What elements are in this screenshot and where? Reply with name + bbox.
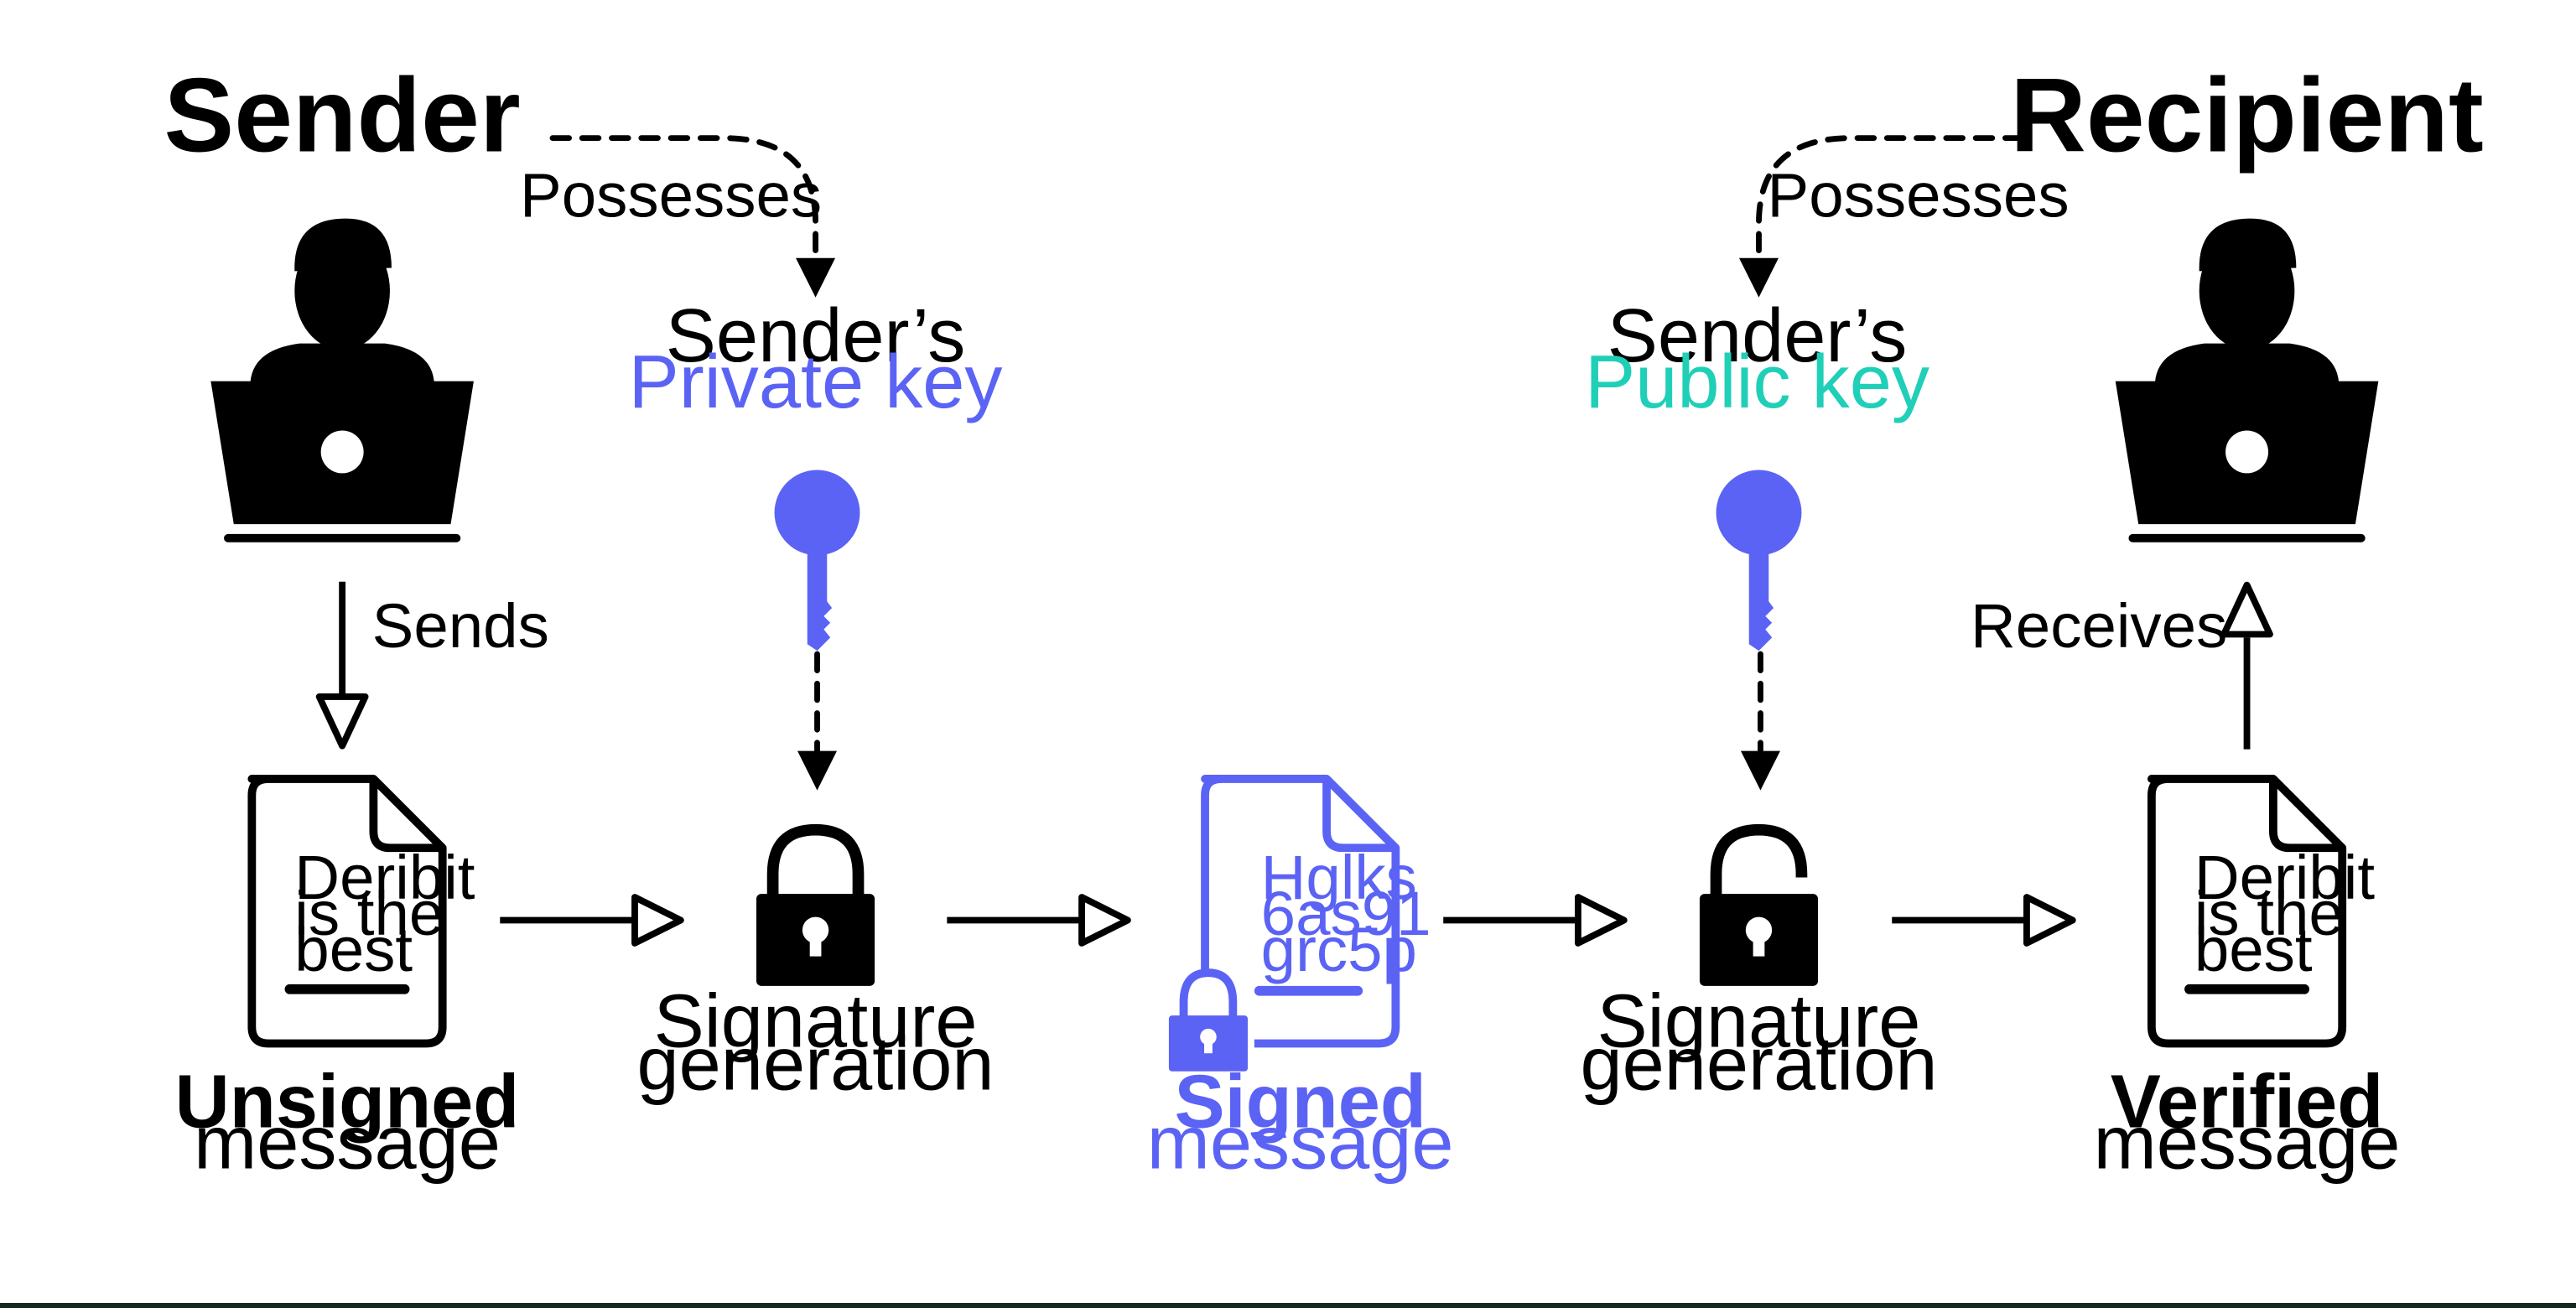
public-key-owner: Sender’s [1607,293,1907,378]
signed-label: message [1147,1100,1454,1185]
flow-arrowhead-1 [631,894,684,947]
public-key-icon [1716,470,1802,651]
possesses-left-arrow [549,135,818,263]
flow-arrowhead-4 [2023,894,2076,947]
possesses-right-arrow [1756,135,2025,263]
flow-arrowhead-2 [1078,894,1131,947]
public-key-arrowhead [1740,750,1780,791]
unsigned-doc-line-1: Deribit [294,843,475,912]
signature-gen-2-line-1: Signature [1597,978,1921,1063]
possesses-left-arrowhead [796,257,836,298]
signed-doc-line-3: grc5p [1261,915,1417,984]
unsigned-doc-line-3: best [294,915,413,984]
verified-label-bold: Verified [2111,1059,2384,1144]
verified-doc-line-1: Deribit [2194,843,2375,912]
possesses-right-label: Possesses [1768,161,2070,231]
sender-laptop-icon [210,218,474,542]
sends-arrowhead [315,693,369,750]
sends-label: Sends [372,591,549,661]
private-key-name: Private key [629,340,1003,424]
recipient-title: Recipient [2010,55,2483,174]
public-key-name: Public key [1585,340,1929,424]
signature-gen-1-line-2: generation [637,1021,995,1106]
recipient-laptop-icon [2115,218,2379,542]
unsigned-doc-line-2: is the [294,879,444,948]
signature-gen-1-line-1: Signature [654,978,978,1063]
signed-doc-line-1: Hglks [1261,843,1417,912]
flow-arrowhead-3 [1574,894,1628,947]
bottom-border-strip [0,1303,2576,1308]
signed-doc-line-2: 6as91 [1261,879,1431,948]
open-padlock-icon [1699,823,1819,986]
sender-title: Sender [164,55,521,174]
verified-doc-line-3: best [2194,915,2313,984]
private-key-arrowhead [797,750,838,791]
closed-padlock-icon [756,823,875,986]
possesses-left-label: Possesses [520,161,822,231]
private-key-owner: Sender’s [666,293,965,378]
receives-arrowhead [2220,581,2273,638]
possesses-right-arrowhead [1738,257,1779,298]
verified-label: message [2094,1100,2401,1185]
signature-gen-2-line-2: generation [1580,1021,1937,1106]
unsigned-label-bold: Unsigned [175,1059,520,1144]
signed-lock-icon [1162,968,1254,1082]
signed-label-bold: Signed [1174,1059,1426,1144]
receives-label: Receives [1971,591,2227,661]
unsigned-label: message [194,1100,501,1185]
verified-doc-line-2: is the [2194,879,2344,948]
private-key-icon [774,470,860,651]
